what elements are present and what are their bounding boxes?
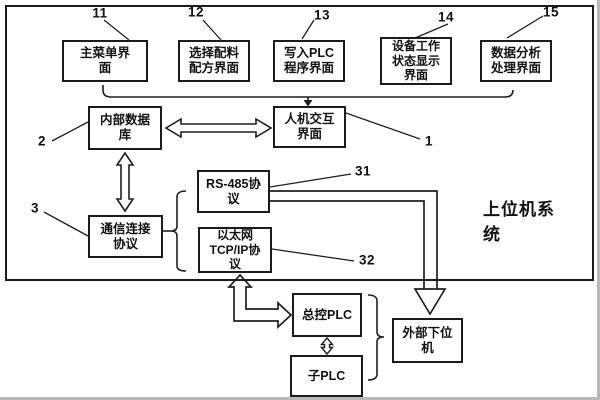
box-label: 库 <box>118 128 132 142</box>
box-label: 设备工作 <box>391 39 440 54</box>
ref-13: 13 <box>313 7 331 23</box>
ref-3: 3 <box>30 200 40 216</box>
arrow-ethernet-masterplc <box>229 275 291 327</box>
box-main-menu-interface: 主菜单界 面 <box>62 40 148 82</box>
box-label: 议 <box>228 257 241 272</box>
box-label: 协议 <box>112 236 138 251</box>
box-ethernet-tcpip-protocol: 以太网 TCP/IP协 议 <box>198 227 272 273</box>
leader-31 <box>270 174 351 187</box>
box-label: 面 <box>98 61 112 75</box>
box-external-lower-machine: 外部下位 机 <box>392 318 463 363</box>
leader-15 <box>507 16 543 38</box>
brace-plc-external <box>368 295 384 380</box>
arrow-down-icon <box>303 100 313 107</box>
box-hmi-interface: 人机交互 界面 <box>273 106 346 148</box>
ref-1: 1 <box>424 133 434 149</box>
ref-12: 12 <box>187 4 205 20</box>
leader-32 <box>272 249 354 261</box>
box-data-analysis-interface: 数据分析 处理界面 <box>480 40 552 82</box>
box-label: 机 <box>421 340 434 355</box>
box-sub-plc: 子PLC <box>290 355 363 397</box>
leader-13 <box>302 20 314 39</box>
box-label: 状态显示 <box>391 53 440 68</box>
leader-14 <box>415 24 448 38</box>
box-label: 人机交互 <box>284 112 335 127</box>
box-write-plc-interface: 写入PLC 程序界面 <box>273 40 345 82</box>
box-label: 程序界面 <box>283 61 334 75</box>
box-label: 议 <box>227 191 240 206</box>
box-label: 配方界面 <box>188 61 239 75</box>
arrow-db-comm <box>117 153 133 211</box>
box-internal-database: 内部数据 库 <box>88 106 162 150</box>
box-label: 写入PLC <box>283 46 334 61</box>
box-label: TCP/IP协 <box>209 242 261 257</box>
leader-3 <box>44 212 88 236</box>
leader-1 <box>346 113 420 139</box>
box-label: 界面 <box>403 68 428 83</box>
box-label: 主菜单界 <box>79 46 130 61</box>
ref-32: 32 <box>358 252 376 268</box>
leader-2 <box>52 122 88 141</box>
box-label: 总控PLC <box>301 307 352 322</box>
box-device-status-interface: 设备工作 状态显示 界面 <box>380 37 452 85</box>
box-label: 子PLC <box>307 368 346 383</box>
leader-lines <box>44 16 543 261</box>
box-comm-protocol: 通信连接 协议 <box>88 215 163 258</box>
box-label: 外部下位 <box>402 325 453 340</box>
brace-comm-protocols <box>163 191 186 271</box>
box-label: 选择配料 <box>188 46 239 61</box>
box-recipe-select-interface: 选择配料 配方界面 <box>178 40 250 82</box>
arrow-head-down-icon <box>415 289 445 314</box>
box-label: RS-485协 <box>206 176 261 191</box>
box-label: 通信连接 <box>100 221 151 236</box>
arrow-db-hmi <box>166 119 271 137</box>
host-system-frame <box>5 5 594 281</box>
ref-11: 11 <box>92 5 108 21</box>
ref-14: 14 <box>437 9 455 25</box>
leader-12 <box>203 20 221 40</box>
box-rs485-protocol: RS-485协 议 <box>197 170 270 213</box>
box-label: 内部数据 <box>99 113 150 128</box>
ref-15: 15 <box>542 4 560 20</box>
arrow-master-sub-plc <box>322 338 333 354</box>
ref-31: 31 <box>354 163 372 179</box>
box-label: 数据分析 <box>490 46 541 61</box>
host-system-label: 上位机系统 <box>483 200 555 244</box>
ref-2: 2 <box>37 133 47 149</box>
arrow-rs485-external <box>270 191 445 314</box>
box-master-plc: 总控PLC <box>292 293 362 337</box>
brace-interfaces-to-hmi <box>103 85 513 107</box>
box-label: 处理界面 <box>490 61 541 75</box>
box-label: 界面 <box>296 127 322 141</box>
box-label: 以太网 <box>216 228 253 243</box>
leader-11 <box>104 20 129 40</box>
